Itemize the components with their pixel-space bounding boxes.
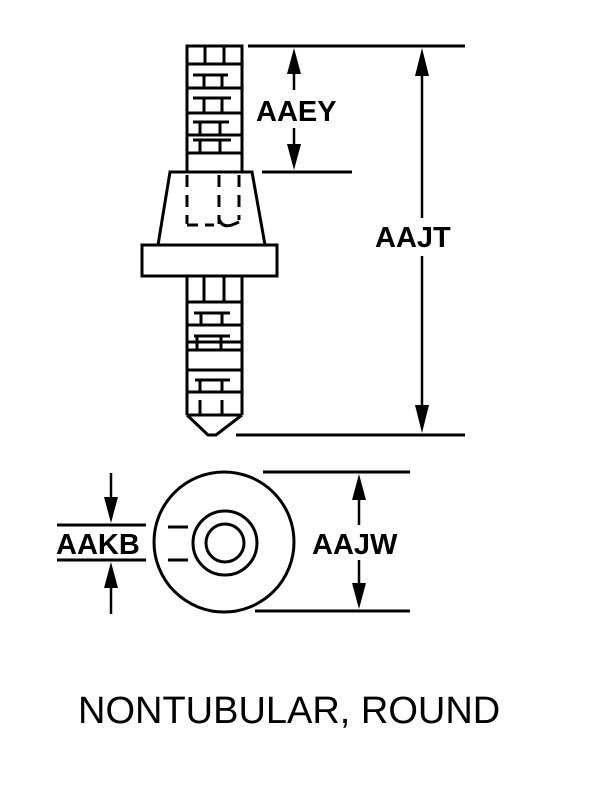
upper-threaded-shaft [185, 44, 244, 174]
dimension-aakb: AAKB [56, 473, 146, 614]
outer-circle [152, 470, 296, 614]
end-view [152, 470, 296, 614]
diagram-caption: NONTUBULAR, ROUND [78, 690, 500, 732]
flange [140, 243, 279, 278]
label-aaey: AAEY [256, 96, 337, 128]
label-aajw: AAJW [312, 529, 398, 561]
dimension-aajw: AAJW [255, 470, 410, 613]
dimension-aaey: AAEY [248, 44, 465, 174]
side-view [140, 44, 279, 437]
label-aakb: AAKB [56, 529, 140, 561]
tapered-body [156, 170, 267, 247]
dimension-aajt: AAJT [236, 48, 465, 437]
lower-threaded-shaft [185, 276, 244, 437]
hidden-lines [185, 175, 241, 228]
label-aajt: AAJT [375, 222, 451, 254]
pointed-tip [185, 413, 243, 437]
middle-circle [191, 509, 259, 577]
inner-circle [204, 522, 246, 564]
